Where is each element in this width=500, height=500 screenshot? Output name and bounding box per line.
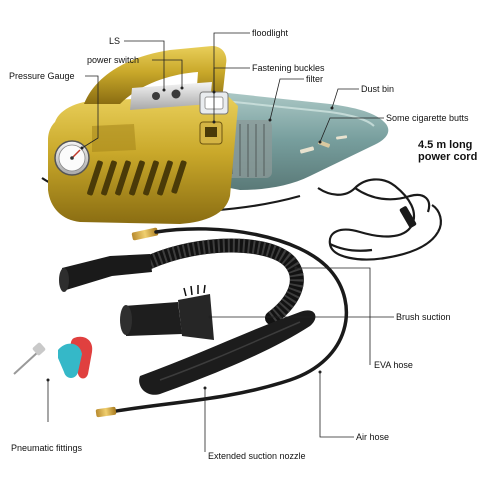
- label-power-cord-line1: 4.5 m long: [418, 139, 473, 151]
- leader-dots: [46, 86, 334, 390]
- brush-suction: [120, 284, 214, 340]
- label-air-hose: Air hose: [356, 432, 390, 442]
- air-hose-tip: [95, 406, 117, 418]
- control-panel: [130, 82, 212, 110]
- label-dust-bin: Dust bin: [361, 84, 395, 94]
- cord-plug: [399, 206, 417, 228]
- label-pneumatic-fittings: Pneumatic fittings: [11, 443, 83, 453]
- needle-valve: [13, 342, 46, 375]
- air-hose: [108, 227, 349, 414]
- brass-connector: [131, 227, 159, 241]
- label-cigarette-butts: Some cigarette butts: [386, 113, 469, 123]
- ls-button-icon: [152, 92, 160, 100]
- label-ls: LS: [109, 36, 121, 46]
- label-pressure-gauge: Pressure Gauge: [9, 71, 75, 81]
- label-brush-suction: Brush suction: [396, 312, 451, 322]
- label-power-cord: 4.5 m long power cord: [418, 139, 477, 163]
- label-filter: filter: [306, 74, 324, 84]
- label-power-cord-line2: power cord: [418, 151, 478, 163]
- label-fastening-buckles: Fastening buckles: [252, 63, 325, 73]
- label-extended-nozzle: Extended suction nozzle: [208, 451, 306, 461]
- label-floodlight: floodlight: [252, 28, 289, 38]
- leader-lines: [47, 32, 394, 452]
- eva-hose: [143, 238, 304, 325]
- cyan-fitting: [58, 343, 82, 378]
- vacuum-handle: [84, 46, 227, 104]
- hose-adapter: [62, 254, 152, 290]
- vent-slots: [87, 160, 187, 196]
- label-eva-hose: EVA hose: [374, 360, 413, 370]
- power-switch-icon: [171, 89, 181, 99]
- label-power-switch: power switch: [87, 55, 140, 65]
- pressure-gauge-icon: [54, 140, 90, 176]
- filter: [226, 120, 272, 178]
